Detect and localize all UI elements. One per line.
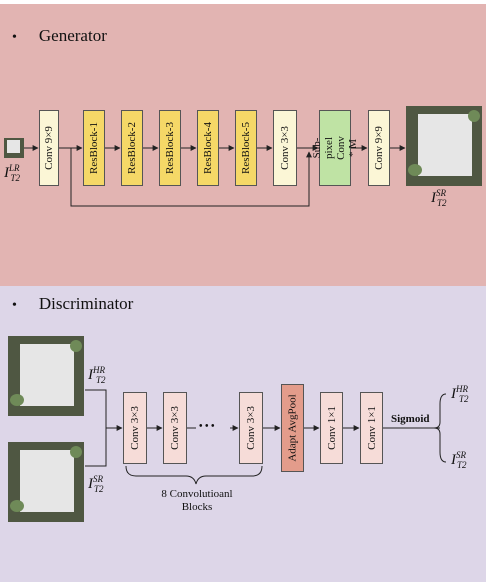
sr-input-image [8, 442, 84, 522]
output-brace [433, 393, 447, 463]
generator-title: •Generator [12, 26, 107, 45]
disc-output-sr-label: ISRT2 [451, 450, 467, 470]
gen-resblock-1: ResBlock-1 [83, 110, 105, 186]
conv-blocks-brace [125, 465, 263, 485]
gen-conv3x3: Conv 3×3 [273, 110, 297, 186]
disc-output-hr-label: IHRT2 [451, 384, 469, 404]
gen-subpixel-conv: Sub-pixel Conv * M [311, 110, 359, 186]
disc-input-hr-label: IHRT2 [88, 365, 106, 385]
gen-conv9x9-out: Conv 9×9 [368, 110, 390, 186]
hr-input-image [8, 336, 84, 416]
discriminator-title: •Discriminator [12, 294, 134, 313]
gen-input-label: ILRT2 [4, 163, 21, 183]
lr-input-image [4, 138, 24, 158]
disc-conv3x3-1: Conv 3×3 [123, 392, 147, 464]
conv-blocks-caption: 8 Convolutioanl Blocks [161, 488, 233, 513]
disc-input-sr-label: ISRT2 [88, 474, 104, 494]
skip-connection [70, 148, 312, 207]
disc-conv3x3-2: Conv 3×3 [163, 392, 187, 464]
disc-conv1x1-1: Conv 1×1 [320, 392, 343, 464]
disc-conv3x3-n: Conv 3×3 [239, 392, 263, 464]
gen-resblock-3: ResBlock-3 [159, 110, 181, 186]
gen-output-label: ISRT2 [431, 188, 447, 208]
gen-conv9x9-in: Conv 9×9 [39, 110, 59, 186]
gen-resblock-5: ResBlock-5 [235, 110, 257, 186]
sigmoid-label: Sigmoid [391, 413, 430, 425]
bullet-icon: • [12, 30, 17, 45]
gen-resblock-2: ResBlock-2 [121, 110, 143, 186]
bullet-icon: • [12, 298, 17, 313]
sr-output-image [406, 106, 482, 186]
gen-resblock-4: ResBlock-4 [197, 110, 219, 186]
disc-adapt-avgpool: Adapt AvgPool [281, 384, 304, 472]
ellipsis: • • • [199, 421, 215, 432]
disc-conv1x1-2: Conv 1×1 [360, 392, 383, 464]
